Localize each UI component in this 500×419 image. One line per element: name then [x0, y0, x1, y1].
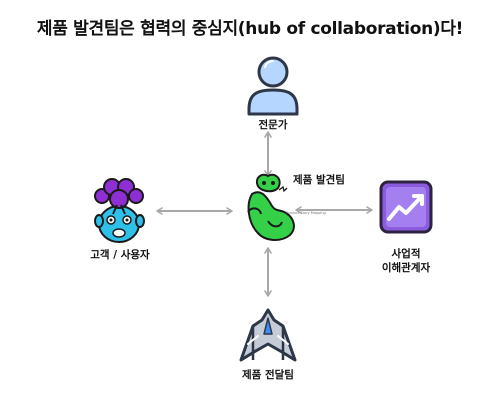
label-business: 사업적 이해관계자 — [366, 247, 446, 275]
purple-hair-character-icon — [94, 178, 145, 243]
watermark-text: Product Story Mapping — [286, 211, 326, 215]
label-discovery: 제품 발견팀 — [293, 174, 345, 186]
label-expert: 전문가 — [258, 119, 288, 131]
diagram-title: 제품 발견팀은 협력의 중심지(hub of collaboration)다! — [36, 19, 464, 39]
label-business-line1: 사업적 — [391, 248, 421, 260]
thinking-green-character-icon — [247, 173, 295, 241]
trending-chart-icon — [379, 180, 433, 234]
rocket-ship-icon — [239, 308, 297, 362]
label-customer: 고객 / 사용자 — [90, 249, 150, 261]
label-business-line2: 이해관계자 — [381, 262, 431, 274]
person-bust-icon — [247, 56, 299, 116]
label-delivery: 제품 전달팀 — [242, 369, 294, 381]
